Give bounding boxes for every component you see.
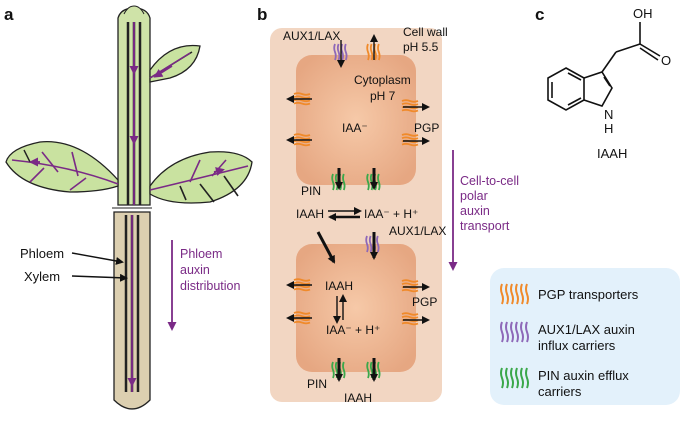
iaa-structure [547,22,661,111]
cytoplasm-label: Cytoplasm [354,73,411,87]
chem-o: O [661,53,671,68]
plant-illustration [5,5,253,410]
pgp-transporter-upper-right-2 [401,133,419,147]
lower-cytoplasm [296,244,416,372]
legend-pgp-glyph [500,283,529,305]
upper-cytoplasm [296,55,416,185]
chem-h: H [604,121,613,136]
chem-name: IAAH [597,146,627,161]
pgp-transporter-lower-left-2 [293,311,311,325]
transport-line1: Cell-to-cell [460,174,519,188]
chem-oh: OH [633,6,653,21]
upper-leaf [149,44,201,83]
chem-n: N [604,107,613,122]
transport-line4: transport [460,219,510,233]
legend-aux-line2: influx carriers [538,338,616,353]
pgp-transporter-lower-left-1 [293,278,311,292]
phloem-distribution-line1: Phloem [180,247,222,261]
pgp-transporter-top [366,43,381,61]
pgp-transporter-upper-left-2 [293,133,311,147]
legend-pgp: PGP transporters [538,287,639,302]
legend-aux-line1: AUX1/LAX auxin [538,322,635,337]
transport-line3: auxin [460,204,490,218]
phloem-distribution-line2: auxin [180,263,210,277]
transport-line2: polar [460,189,488,203]
iaa-h-mid-label: IAA⁻ + H⁺ [364,207,418,221]
ph-wall-label: pH 5.5 [403,40,439,54]
panel-letter-b: b [257,5,267,24]
pgp-top-label: PGP [414,121,439,135]
aux-transporter-mid [365,235,380,253]
xylem-label: Xylem [24,269,60,284]
aux-lax-top-label: AUX1/LAX [283,29,340,43]
panel-letter-a: a [4,5,14,24]
legend-pin-line1: PIN auxin efflux [538,368,629,383]
pgp-transporter-lower-right-1 [401,279,419,293]
pgp-lower-label: PGP [412,295,437,309]
iaa-h-lower-label: IAA⁻ + H⁺ [326,323,380,337]
pgp-transporter-lower-right-2 [401,312,419,326]
iaah-bottom-label: IAAH [344,391,372,405]
legend-box [490,268,680,405]
iaa-minus-top-label: IAA⁻ [342,121,368,135]
legend-glyphs [500,283,529,389]
left-leaf [5,141,119,193]
pgp-transporter-upper-left-1 [293,92,311,106]
phloem-label: Phloem [20,246,64,261]
panel-letter-c: c [535,5,544,24]
pin-transporter-lower-1 [331,361,346,379]
legend-pin-line2: carriers [538,384,582,399]
transporter-glyphs [293,43,419,379]
aux-lax-mid-label: AUX1/LAX [389,224,446,238]
pin-top-label: PIN [301,184,321,198]
legend-aux-glyph [500,321,529,343]
aux-transporter-top [333,43,348,61]
pgp-transporter-upper-right-1 [401,99,419,113]
cell-wall-label: Cell wall [403,25,448,39]
pin-bottom-label: PIN [307,377,327,391]
pin-transporter-lower-2 [366,361,381,379]
phloem-distribution-line3: distribution [180,279,240,293]
iaah-lower-label: IAAH [325,279,353,293]
iaah-mid-label: IAAH [296,207,324,221]
ph-cyto-label: pH 7 [370,89,396,103]
legend-pin-glyph [500,367,529,389]
